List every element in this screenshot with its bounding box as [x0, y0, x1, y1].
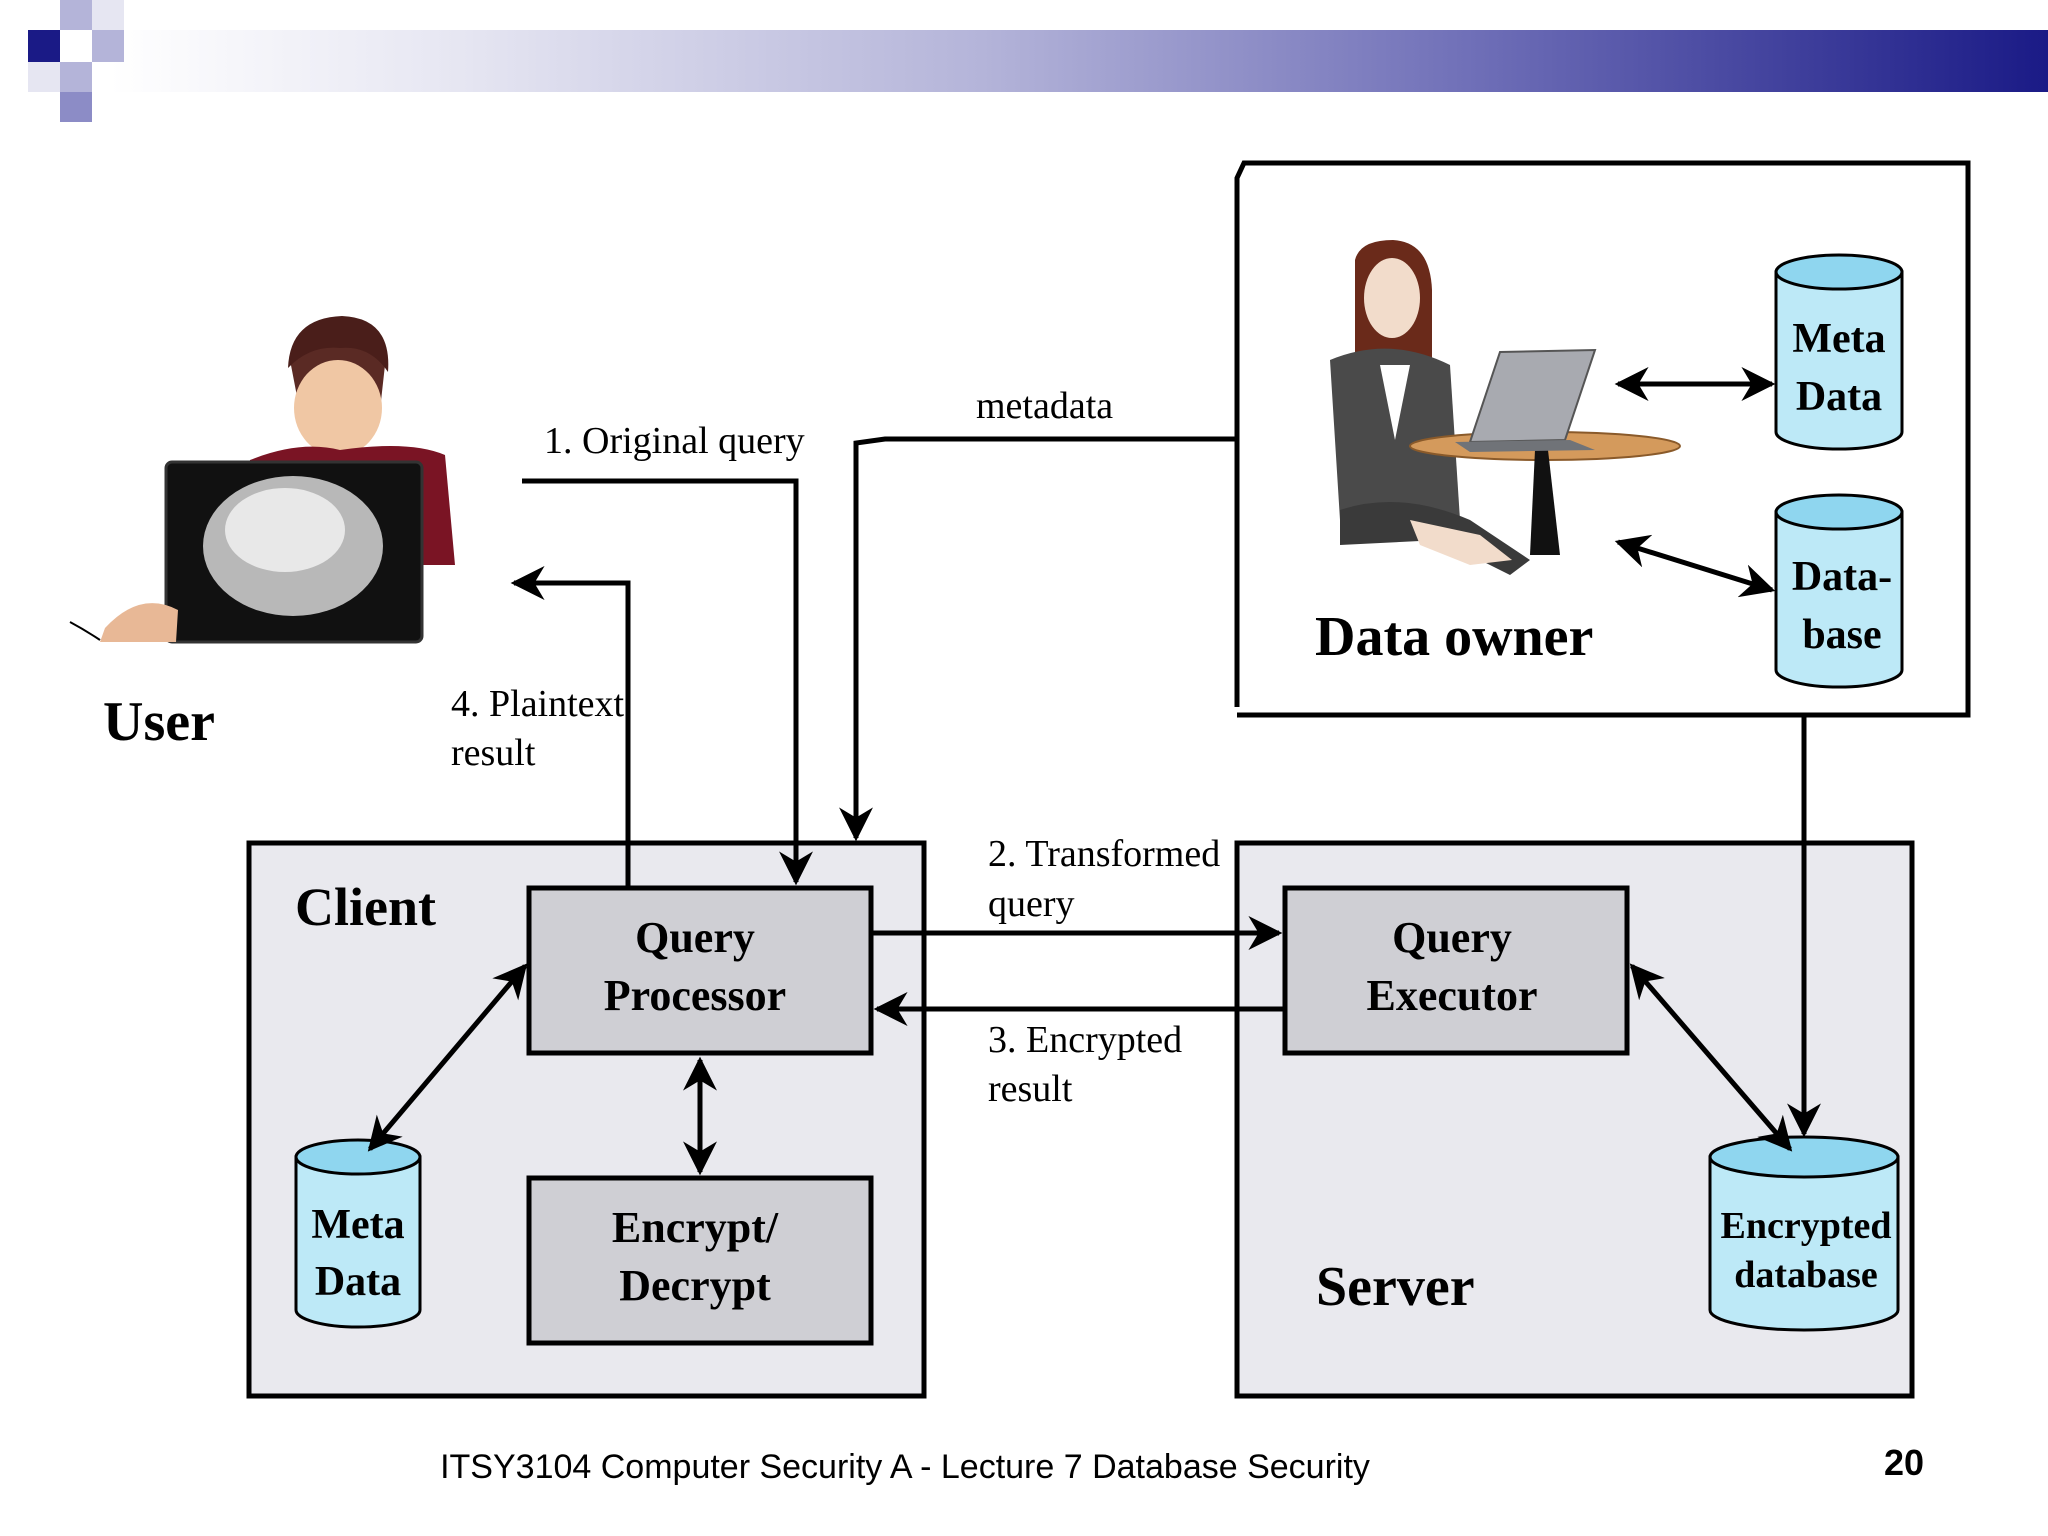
laptop-database-arrow — [1614, 534, 1776, 598]
owner-meta-data-line1: Meta — [1792, 316, 1885, 362]
logo-square-2 — [60, 0, 92, 30]
plaintext-result-arrow — [510, 566, 631, 888]
encrypt-decrypt-line1: Encrypt/ — [612, 1203, 779, 1252]
processor-metadata-arrow — [367, 963, 528, 1152]
encrypted-database-cylinder — [1708, 1135, 1900, 1332]
query-executor-box — [1282, 885, 1630, 1056]
user-label: User — [103, 691, 215, 753]
data-owner-at-laptop-icon — [1330, 240, 1681, 575]
original-query-label: 1. Original query — [544, 420, 805, 462]
client-meta-data-line2: Data — [315, 1259, 401, 1305]
query-executor-line2: Executor — [1366, 971, 1537, 1020]
query-processor-line2: Processor — [604, 971, 786, 1020]
plaintext-result-line1: 4. Plaintext — [451, 683, 625, 725]
encrypted-database-line1: Encrypted — [1721, 1205, 1892, 1247]
footer-course-title: ITSY3104 Computer Security A - Lecture 7… — [440, 1448, 1370, 1486]
encrypt-decrypt-line2: Decrypt — [619, 1261, 771, 1310]
logo-square-4 — [60, 62, 92, 92]
owner-database-cylinder — [1774, 493, 1904, 689]
metadata-arrow — [839, 436, 1237, 842]
transformed-query-line2: query — [988, 883, 1075, 925]
client-meta-data-line1: Meta — [311, 1202, 404, 1248]
original-query-arrow — [522, 478, 813, 886]
encrypted-result-line2: result — [988, 1068, 1073, 1110]
encrypt-decrypt-box — [526, 1175, 874, 1346]
metadata-label: metadata — [976, 385, 1113, 427]
data-owner-label: Data owner — [1315, 606, 1593, 668]
encrypted-database-line2: database — [1734, 1254, 1878, 1296]
logo-square-3 — [92, 30, 124, 62]
owner-database-line2: base — [1802, 612, 1881, 658]
logo-square-6 — [92, 0, 124, 30]
transformed-query-line1: 2. Transformed — [988, 833, 1220, 875]
page-number: 20 — [1883, 1442, 1924, 1483]
owner-database-line1: Data- — [1792, 554, 1892, 600]
query-processor-line1: Query — [635, 913, 755, 962]
logo-square-7 — [60, 92, 92, 122]
client-label: Client — [295, 877, 436, 937]
logo-square-1 — [28, 30, 60, 62]
executor-database-arrow — [1629, 963, 1793, 1152]
query-processor-box — [526, 885, 874, 1056]
query-executor-line1: Query — [1392, 913, 1512, 962]
user-at-computer-icon — [69, 316, 455, 644]
logo-square-5 — [28, 62, 60, 92]
owner-meta-data-line2: Data — [1796, 374, 1882, 420]
title-banner — [110, 30, 2048, 92]
plaintext-result-line2: result — [451, 732, 536, 774]
server-label: Server — [1316, 1256, 1475, 1318]
owner-meta-data-cylinder — [1774, 253, 1904, 451]
encrypted-result-line1: 3. Encrypted — [988, 1019, 1182, 1061]
